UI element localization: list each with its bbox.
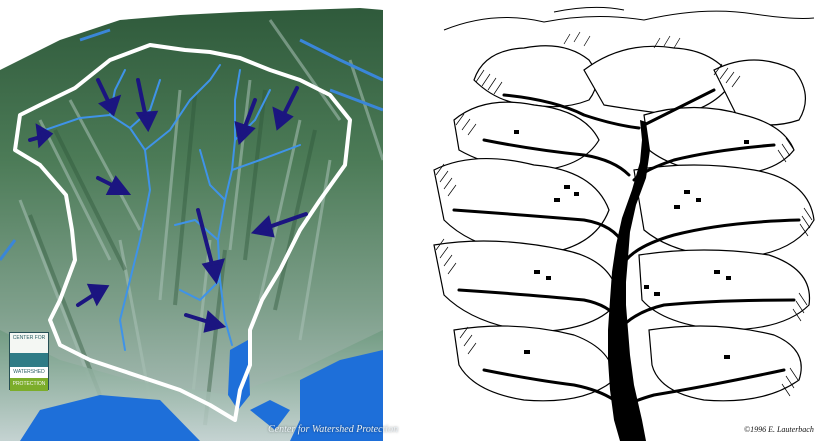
- logo-text-bottom: PROTECTION: [10, 378, 48, 391]
- watershed-relief-map: CENTER FOR WATERSHED PROTECTION Center f…: [0, 0, 398, 441]
- water-bodies: [20, 340, 383, 441]
- logo-text-mid: WATERSHED: [10, 367, 48, 378]
- flow-arrow: [234, 98, 257, 146]
- watershed-ink-drawing: ©1996 E. Lauterbach: [414, 0, 822, 441]
- logo-band: [10, 353, 48, 367]
- outside-streams: [0, 28, 383, 261]
- flow-arrows: [28, 78, 308, 333]
- artist-credit: ©1996 E. Lauterbach: [744, 425, 814, 434]
- flow-arrow: [76, 283, 110, 307]
- hachure-shading: [435, 31, 813, 397]
- flow-arrow: [196, 208, 225, 285]
- watershed-boundary: [13, 43, 352, 422]
- map-caption: Center for Watershed Protection: [268, 424, 399, 435]
- flow-arrow: [184, 310, 227, 333]
- ink-drawing-svg: [433, 6, 815, 441]
- top-ridges: [443, 6, 815, 31]
- logo-text-bottom-label: PROTECTION: [12, 381, 46, 387]
- flow-arrow: [272, 86, 299, 131]
- main-river: [608, 120, 650, 441]
- relief-map-svg: [0, 8, 383, 441]
- flow-arrow: [250, 212, 308, 238]
- logo-text-top: CENTER FOR: [12, 335, 46, 341]
- terrain-shadows: [28, 89, 317, 426]
- settlement-marks: [514, 130, 749, 359]
- organization-logo: CENTER FOR WATERSHED PROTECTION: [9, 332, 49, 391]
- flow-arrow: [96, 175, 132, 195]
- flow-arrow: [28, 123, 54, 149]
- flow-arrow: [96, 78, 122, 117]
- stream-network: [44, 64, 301, 351]
- flow-arrow: [135, 78, 159, 133]
